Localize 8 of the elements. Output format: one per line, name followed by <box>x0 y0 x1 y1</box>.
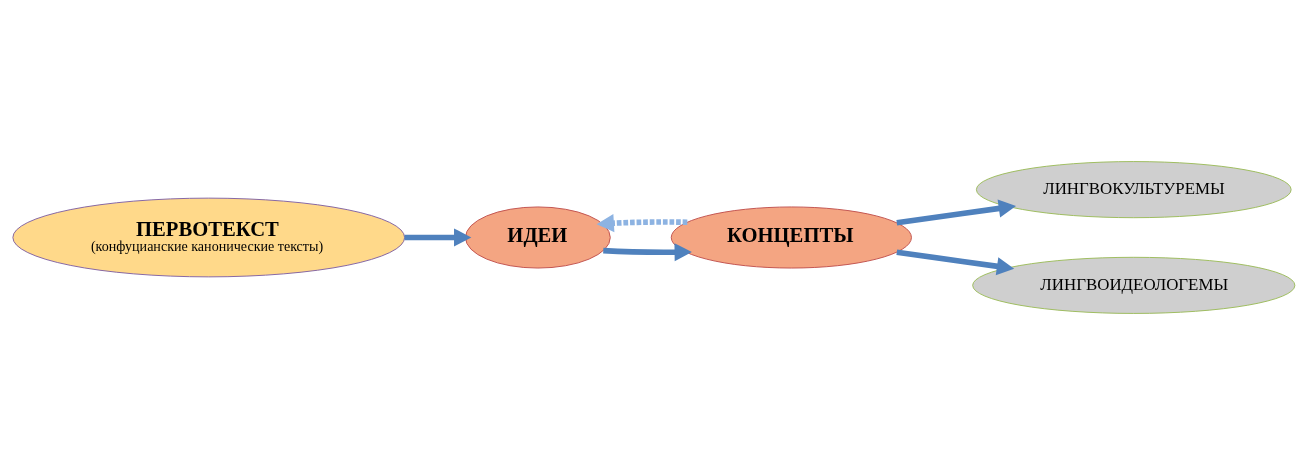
node-ellipse: ПЕРВОТЕКСТ (конфуцианские канонические тексты) <box>12 197 406 278</box>
arrow <box>404 228 472 247</box>
arrow <box>603 243 692 262</box>
node-ellipse: ИДЕИ <box>465 206 611 269</box>
arrow <box>596 214 688 233</box>
arrow <box>896 249 1015 276</box>
arrow <box>896 199 1016 226</box>
node-ellipse: КОНЦЕПТЫ <box>670 206 912 269</box>
